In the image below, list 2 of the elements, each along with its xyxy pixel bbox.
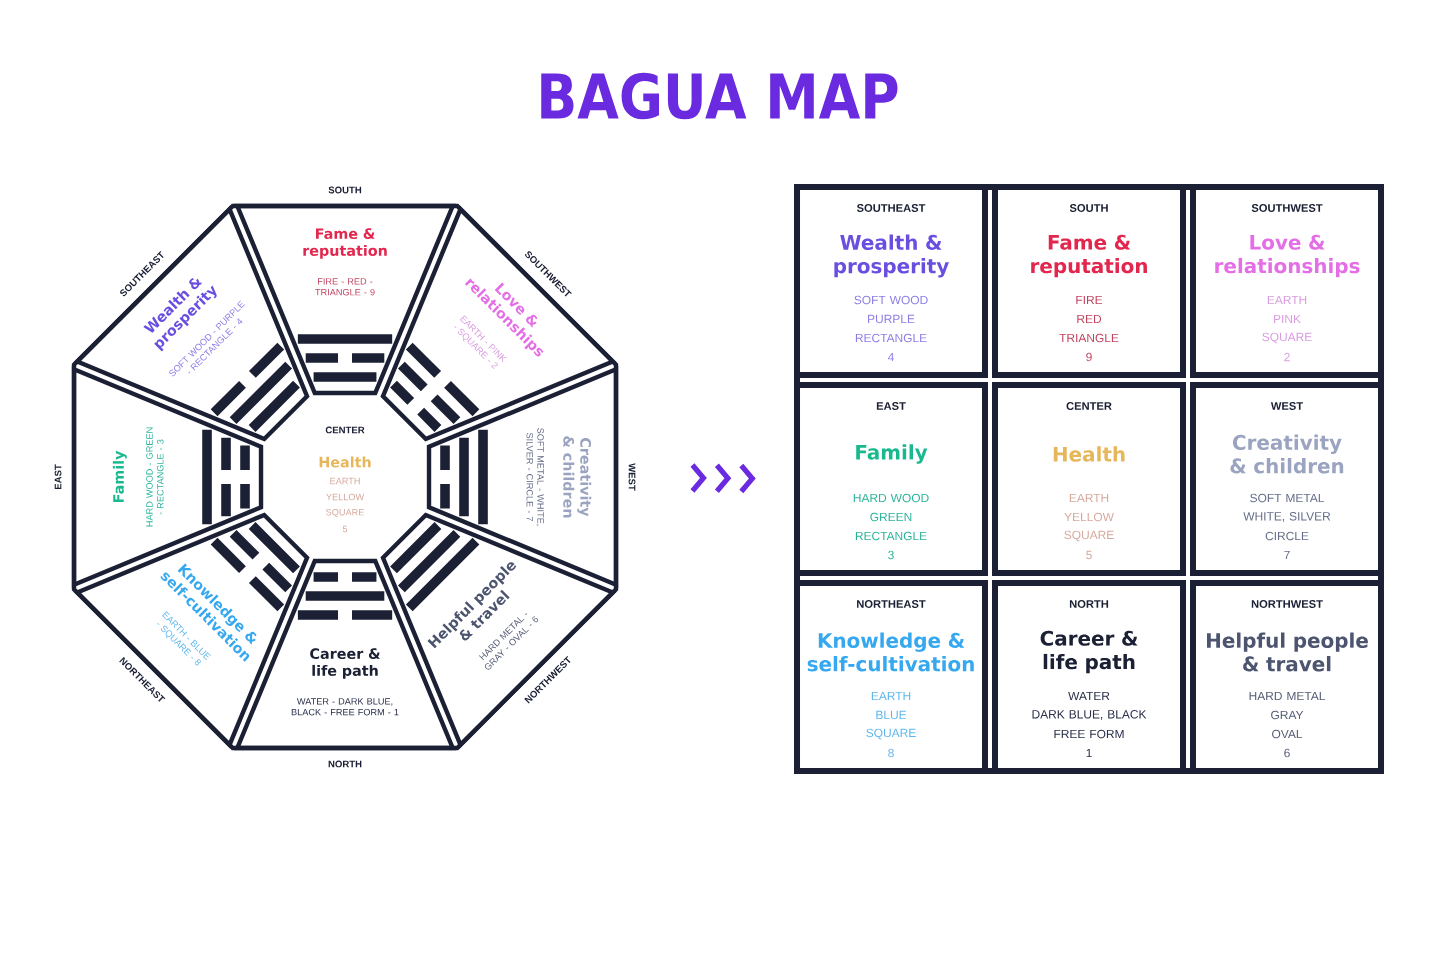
chevron-arrow	[689, 462, 756, 495]
title: BAGUA MAP	[541, 72, 898, 120]
